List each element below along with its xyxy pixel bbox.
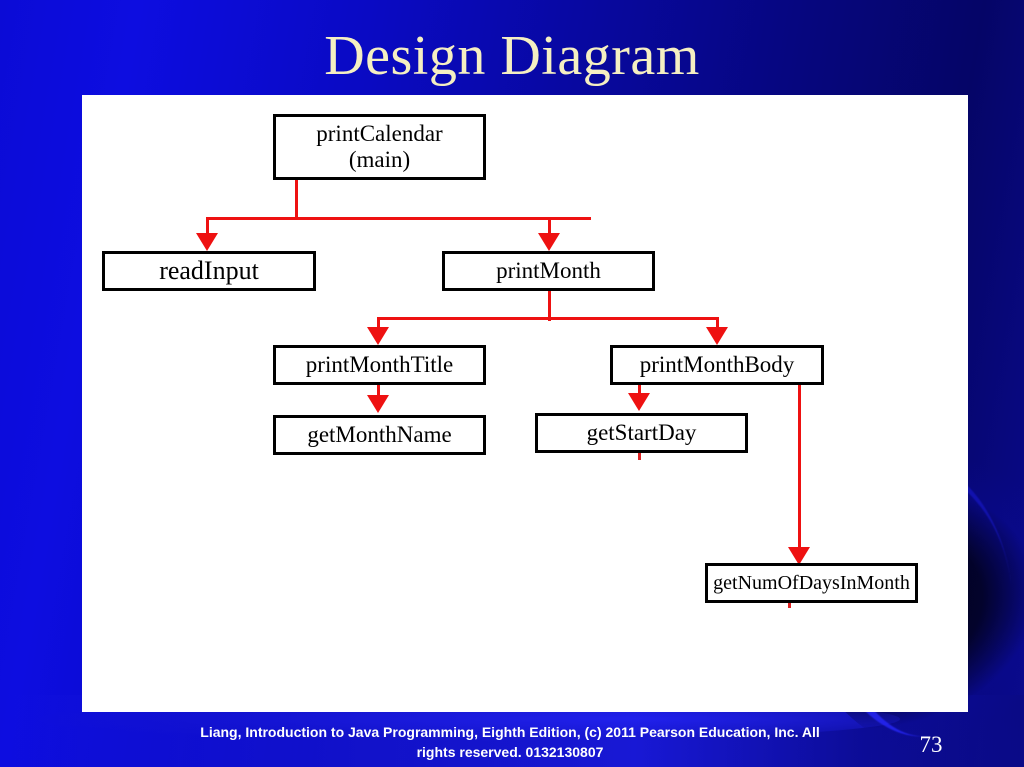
- connector-printcalendar-trunk: [295, 180, 298, 220]
- node-printmonthbody-label: printMonthBody: [639, 352, 795, 378]
- node-printmonthtitle[interactable]: printMonthTitle: [273, 345, 486, 385]
- connector-printcalendar-bar: [206, 217, 591, 220]
- connector-printmonth-bar: [377, 317, 719, 320]
- slide-title: Design Diagram: [324, 25, 700, 87]
- arrowhead-getnumofdaysinmonth: [788, 547, 810, 565]
- arrowhead-printmonth: [538, 233, 560, 251]
- node-getnumofdaysinmonth-label: getNumOfDaysInMonth: [713, 571, 910, 594]
- node-getstartday-label: getStartDay: [586, 420, 697, 446]
- arrowhead-printmonthtitle: [367, 327, 389, 345]
- connector-to-getnumofdaysinmonth: [798, 385, 801, 553]
- node-readinput-label: readInput: [159, 256, 259, 286]
- arrowhead-printmonthbody: [706, 327, 728, 345]
- node-printmonthbody[interactable]: printMonthBody: [610, 345, 824, 385]
- node-getmonthname-label: getMonthName: [307, 422, 452, 448]
- connector-to-getmonthname: [377, 385, 380, 401]
- arrowhead-getstartday: [628, 393, 650, 411]
- node-readinput[interactable]: readInput: [102, 251, 316, 291]
- connector-to-readinput: [206, 217, 209, 237]
- connector-stub-getstartday: [638, 452, 641, 460]
- content-panel: printCalendar (main) readInput printMont…: [82, 95, 968, 712]
- node-getmonthname[interactable]: getMonthName: [273, 415, 486, 455]
- connector-stub-getnumofdaysinmonth-bottom: [788, 602, 791, 608]
- node-printmonth[interactable]: printMonth: [442, 251, 655, 291]
- connector-to-printmonthbody: [716, 317, 719, 331]
- node-getstartday[interactable]: getStartDay: [535, 413, 748, 453]
- connector-printmonth-trunk: [548, 291, 551, 321]
- connector-to-printmonthtitle: [377, 317, 380, 331]
- arrowhead-readinput: [196, 233, 218, 251]
- arrowhead-getmonthname: [367, 395, 389, 413]
- slide-page-number: 73: [919, 732, 943, 757]
- node-printmonth-label: printMonth: [496, 258, 601, 284]
- node-printcalendar-sublabel: (main): [348, 147, 411, 172]
- slide-footer: Liang, Introduction to Java Programming,…: [200, 724, 820, 760]
- node-getnumofdaysinmonth[interactable]: getNumOfDaysInMonth: [705, 563, 918, 603]
- node-printcalendar-label: printCalendar: [316, 121, 443, 147]
- node-printcalendar[interactable]: printCalendar (main): [273, 114, 486, 180]
- connector-to-printmonth: [548, 217, 551, 237]
- node-printmonthtitle-label: printMonthTitle: [305, 352, 454, 378]
